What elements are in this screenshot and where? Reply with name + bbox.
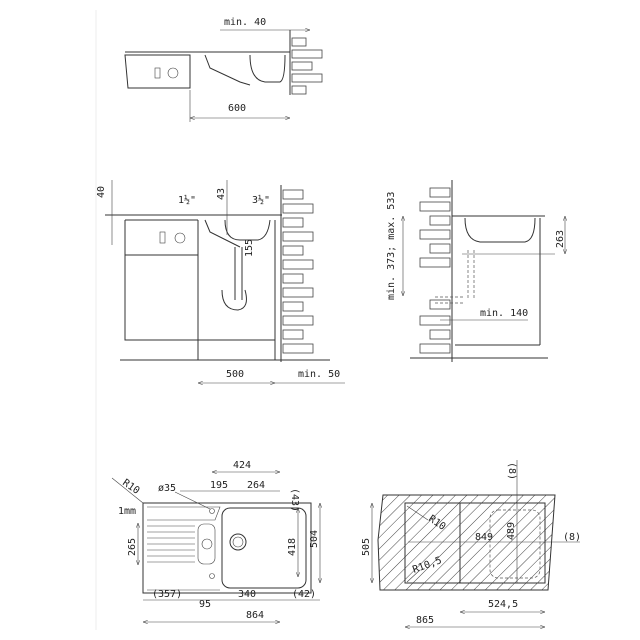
dim-424: 424 — [233, 460, 251, 471]
dim-min-50: min. 50 — [298, 369, 340, 380]
label-1-5-inch: 1½" — [178, 194, 196, 206]
label-3-5-inch: 3½" — [252, 194, 270, 206]
dim-500: 500 — [226, 369, 244, 380]
label-1mm: 1mm — [118, 506, 136, 517]
dim-8-top: (8) — [506, 462, 517, 480]
dim-43-paren: (43) — [289, 488, 300, 512]
dim-849: 849 — [475, 532, 493, 543]
label-tap-hole-35: ø35 — [158, 483, 176, 494]
wall-bricks — [419, 187, 451, 354]
dim-8-right: (8) — [563, 532, 581, 543]
dim-263: 263 — [555, 230, 566, 248]
dim-95: 95 — [199, 599, 211, 610]
dim-155: 155 — [244, 239, 255, 257]
top-view-sink: 424 195 264 (43) R10 ø35 1mm 265 418 504… — [111, 460, 320, 622]
dim-40: 40 — [96, 186, 107, 198]
dim-264: 264 — [247, 480, 265, 491]
dim-340: 340 — [238, 589, 256, 600]
dim-489: 489 — [506, 522, 517, 540]
dim-504: 504 — [309, 530, 320, 548]
dim-600: 600 — [228, 103, 246, 114]
dim-865: 865 — [416, 615, 434, 626]
dim-min-40: min. 40 — [224, 17, 266, 28]
dim-43: 43 — [216, 188, 227, 200]
dim-864: 864 — [246, 610, 264, 621]
drainer-ribs — [147, 525, 195, 563]
dim-min-373-max-533: min. 373; max. 533 — [386, 192, 397, 300]
side-view-cabinet: 40 1½" 43 3½" 155 500 min. 50 — [96, 180, 345, 383]
side-view-top: min. 40 600 — [124, 17, 323, 122]
dim-357: (357) — [152, 589, 182, 600]
wall-bricks — [282, 189, 314, 354]
side-view-wall: 263 min. 373; max. 533 min. 140 — [386, 180, 566, 362]
label-r10: R10 — [120, 477, 141, 496]
dim-195: 195 — [210, 480, 228, 491]
dim-265: 265 — [127, 538, 138, 556]
dim-min-140: min. 140 — [480, 308, 528, 319]
dim-418: 418 — [287, 538, 298, 556]
dim-524-5: 524,5 — [488, 599, 518, 610]
dim-42: (42) — [292, 589, 316, 600]
wall-bricks — [291, 37, 323, 95]
cutout-view: 505 (8) (8) R10 849 489 R10,5 524,5 865 — [361, 460, 581, 627]
dim-505: 505 — [361, 538, 372, 556]
